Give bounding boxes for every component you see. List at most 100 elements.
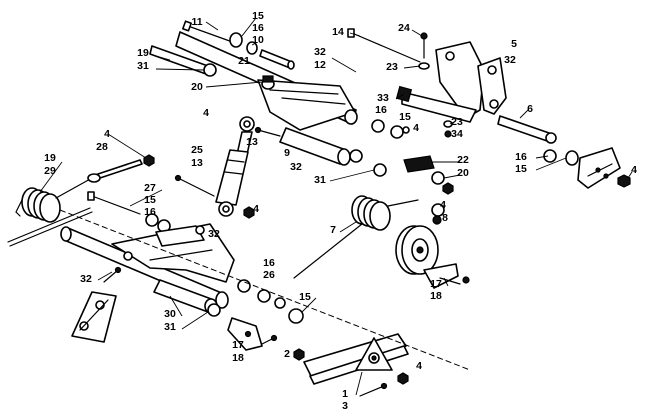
callout-16a: 16 — [252, 22, 264, 34]
callout-19a: 19 — [137, 47, 149, 59]
callout-21: 21 — [238, 55, 250, 67]
callout-15a: 15 — [252, 10, 264, 22]
callout-30: 30 — [164, 308, 176, 320]
callout-7: 7 — [330, 224, 336, 236]
callout-20b: 20 — [457, 167, 469, 179]
rear-arm-30 — [60, 223, 235, 309]
callout-1: 1 — [342, 388, 348, 400]
callout-34: 34 — [451, 128, 463, 140]
callout-23a: 23 — [386, 61, 398, 73]
idler-wheel-8 — [395, 203, 445, 275]
callout-18b: 18 — [232, 352, 244, 364]
shock-absorber-25 — [215, 116, 255, 217]
callout-13b: 13 — [191, 157, 203, 169]
callout-23b: 23 — [451, 116, 463, 128]
callout-12: 12 — [314, 59, 326, 71]
callout-2: 2 — [284, 348, 290, 360]
screw-24 — [418, 32, 430, 70]
bracket-5 — [435, 41, 507, 119]
callout-20a: 20 — [191, 81, 203, 93]
callout-16d: 16 — [144, 206, 156, 218]
callout-26: 26 — [263, 269, 275, 281]
shaft-19 — [149, 45, 217, 77]
callout-33: 33 — [377, 92, 389, 104]
callout-25: 25 — [191, 144, 203, 156]
callout-8: 8 — [442, 212, 448, 224]
callout-15e: 15 — [299, 291, 311, 303]
callout-4c: 4 — [104, 128, 110, 140]
bushings-15-16-left — [145, 213, 171, 233]
slide-bracket-right — [577, 147, 621, 189]
nut-4-bottom — [397, 372, 409, 385]
callout-15b: 15 — [399, 111, 411, 123]
callout-16c: 16 — [515, 151, 527, 163]
callout-24: 24 — [398, 22, 410, 34]
callout-13a: 13 — [246, 136, 258, 148]
callout-4g: 4 — [416, 360, 422, 372]
wheel-bracket — [423, 263, 470, 289]
callout-4f: 4 — [253, 203, 259, 215]
torsion-spring-7 — [293, 195, 419, 279]
callout-32c: 32 — [290, 161, 302, 173]
nut-2 — [293, 348, 305, 361]
callout-32b: 32 — [314, 46, 326, 58]
callout-15c: 15 — [515, 163, 527, 175]
callout-31c: 31 — [164, 321, 176, 333]
callout-11: 11 — [191, 16, 202, 28]
shaft-9 — [279, 127, 351, 166]
shaft-6 — [497, 115, 557, 144]
callout-32e: 32 — [80, 273, 92, 285]
callout-4a: 4 — [203, 107, 209, 119]
washer-23-34 — [443, 120, 453, 138]
callout-19b: 19 — [44, 152, 56, 164]
bolt-18-lower — [261, 334, 278, 345]
assembly-centerline — [59, 209, 471, 371]
callout-5: 5 — [511, 38, 517, 50]
link-plate-left — [71, 291, 117, 343]
torsion-spring-19 — [15, 177, 93, 223]
bolt-27 — [87, 191, 141, 215]
clamp-bracket-17 — [227, 317, 263, 351]
callout-3: 3 — [342, 400, 348, 412]
bushing-group-top — [229, 32, 295, 70]
triangle-bracket — [355, 337, 393, 371]
callout-29: 29 — [44, 165, 56, 177]
bushing-16-15-right — [543, 149, 579, 166]
callout-32a: 32 — [504, 54, 516, 66]
bolt-13-upper — [254, 126, 281, 137]
callout-16b: 16 — [375, 104, 387, 116]
spring-arm-28 — [87, 154, 155, 183]
callout-18a: 18 — [430, 290, 442, 302]
callout-17a: 17 — [430, 278, 442, 290]
callout-31b: 31 — [314, 174, 326, 186]
callout-4b: 4 — [413, 122, 419, 134]
callout-4e: 4 — [440, 199, 446, 211]
callout-14: 14 — [332, 26, 344, 38]
callout-32d: 32 — [208, 228, 220, 240]
bolt-13-lower — [174, 174, 215, 197]
nut-4-shock — [243, 206, 255, 219]
slide-rail — [303, 333, 409, 385]
callout-6: 6 — [527, 103, 533, 115]
callout-15d: 15 — [144, 194, 156, 206]
callout-22: 22 — [457, 154, 469, 166]
callout-16e: 16 — [263, 257, 275, 269]
bushing-31-lower — [207, 303, 221, 317]
leader-lines — [39, 17, 633, 396]
nut-4-right — [617, 174, 631, 188]
plate-22 — [403, 155, 454, 195]
bolt-3 — [359, 382, 388, 397]
callout-17b: 17 — [232, 339, 244, 351]
set-screw-32-left — [103, 266, 122, 283]
front-arm-upper — [175, 31, 358, 131]
callout-28: 28 — [96, 141, 108, 153]
spacers-16-26 — [237, 279, 304, 324]
callout-9: 9 — [284, 147, 290, 159]
bushings-center — [349, 119, 410, 177]
callout-10: 10 — [252, 34, 264, 46]
callout-27: 27 — [144, 182, 156, 194]
callout-31a: 31 — [137, 60, 149, 72]
